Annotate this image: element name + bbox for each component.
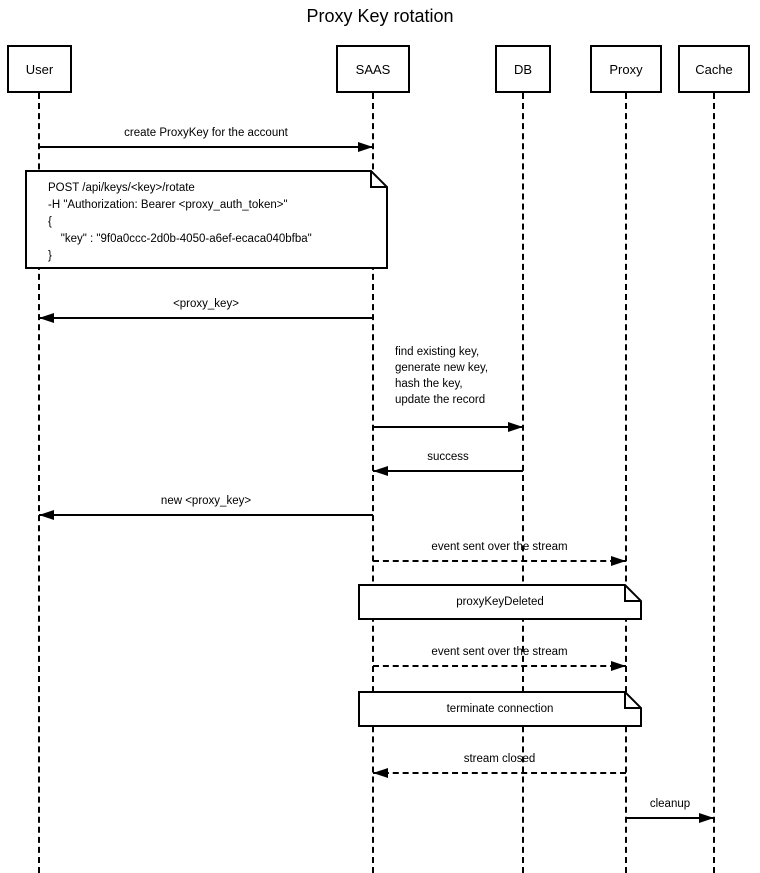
message-label: success	[427, 451, 469, 463]
note-outline-icon	[358, 691, 642, 727]
arrowhead-left-icon	[39, 313, 54, 323]
lifeline-saas	[372, 93, 374, 873]
note-outline-icon	[358, 584, 642, 620]
message-line	[626, 817, 714, 819]
arrowhead-right-icon	[699, 813, 714, 823]
message-label: <proxy_key>	[173, 298, 239, 310]
message-label: stream closed	[463, 753, 536, 765]
message-line	[39, 317, 373, 319]
message-line	[373, 665, 626, 667]
note-request-payload-text: POST /api/keys/<key>/rotate -H "Authoriz…	[48, 182, 312, 262]
diagram-title: Proxy Key rotation	[306, 6, 454, 26]
participant-user: User	[7, 45, 72, 93]
participant-db: DB	[495, 45, 551, 93]
lifeline-cache	[713, 93, 715, 873]
message-label: new <proxy_key>	[160, 495, 252, 507]
message-label: find existing key, generate new key, has…	[395, 346, 489, 406]
participant-saas-label: SAAS	[355, 61, 391, 77]
participant-cache-label: Cache	[695, 61, 733, 77]
participant-saas: SAAS	[336, 45, 410, 93]
arrowhead-right-icon	[508, 422, 523, 432]
note-request-payload: POST /api/keys/<key>/rotate -H "Authoriz…	[25, 170, 388, 269]
note-proxykeydeleted-text: proxyKeyDeleted	[456, 596, 544, 608]
arrowhead-left-icon	[373, 466, 388, 476]
note-terminate-connection: terminate connection	[358, 691, 642, 727]
message-line	[373, 426, 523, 428]
lifeline-proxy	[625, 93, 627, 873]
arrowhead-left-icon	[39, 510, 54, 520]
message-line	[373, 470, 523, 472]
arrowhead-right-icon	[611, 556, 626, 566]
message-line	[373, 560, 626, 562]
note-proxykeydeleted: proxyKeyDeleted	[358, 584, 642, 620]
arrowhead-right-icon	[358, 142, 373, 152]
arrowhead-right-icon	[611, 661, 626, 671]
participant-cache: Cache	[678, 45, 750, 93]
message-line	[39, 514, 373, 516]
note-outline-icon	[25, 170, 388, 269]
participant-proxy-label: Proxy	[609, 61, 643, 77]
note-terminate-connection-text: terminate connection	[446, 703, 554, 715]
message-label: create ProxyKey for the account	[124, 127, 288, 139]
participant-db-label: DB	[513, 61, 533, 77]
message-label: cleanup	[649, 798, 691, 810]
participant-proxy: Proxy	[590, 45, 662, 93]
message-label: event sent over the stream	[431, 541, 568, 553]
message-label: event sent over the stream	[431, 646, 568, 658]
lifeline-user	[38, 93, 40, 873]
lifeline-db	[522, 93, 524, 873]
arrowhead-left-icon	[373, 768, 388, 778]
message-line	[373, 772, 626, 774]
message-line	[39, 146, 373, 148]
participant-user-label: User	[25, 61, 54, 77]
